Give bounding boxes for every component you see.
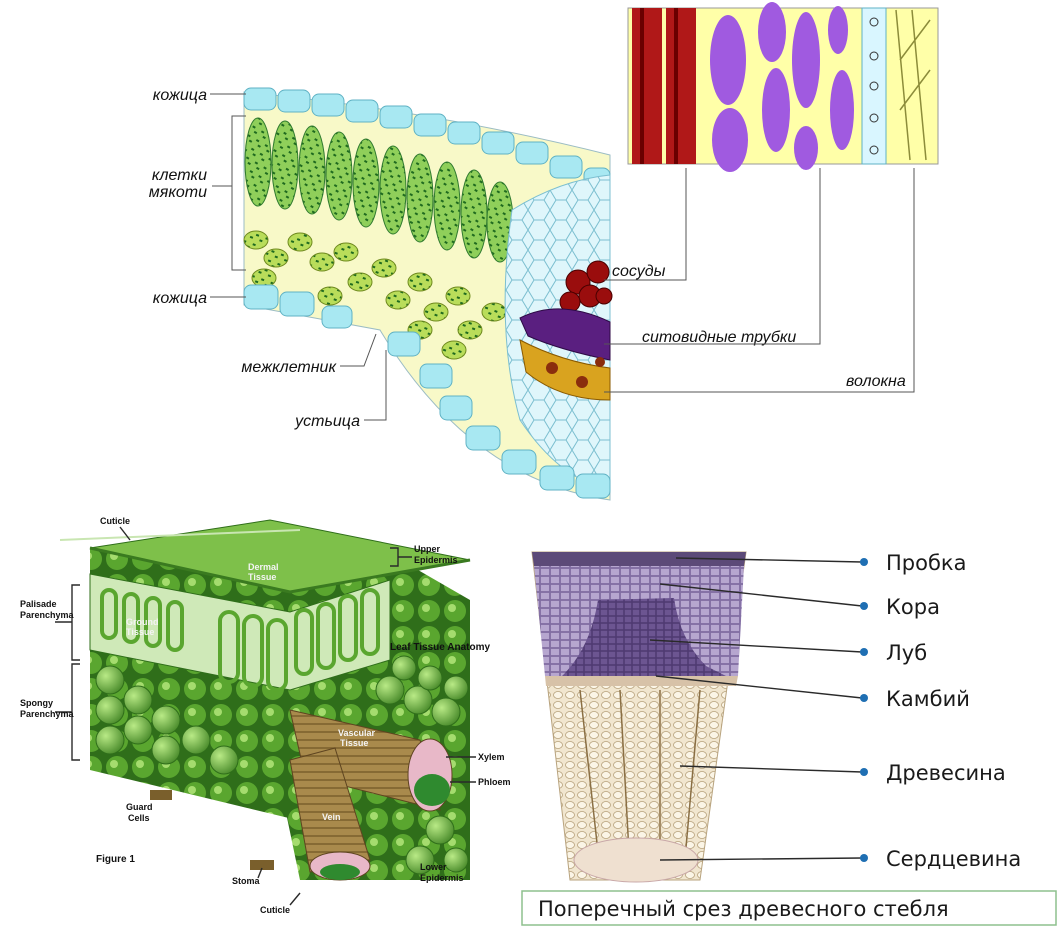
stem-label-phloem: Луб — [886, 641, 927, 665]
figure-caption: Figure 1 — [96, 854, 135, 865]
stem-label-pith: Сердцевина — [886, 847, 1021, 871]
stem-label-cambium: Камбий — [886, 687, 970, 711]
label-vascular-2: Tissue — [340, 738, 368, 748]
label-vessels: сосуды — [612, 263, 666, 280]
label-epidermis-bottom: кожица — [153, 290, 207, 307]
stem-label-wood: Древесина — [886, 761, 1006, 785]
label-dermal-2: Tissue — [248, 572, 276, 582]
stem-caption: Поперечный срез древесного стебля — [538, 897, 949, 921]
label-lower-1: Lower — [420, 862, 447, 872]
label-palisade-1: Palisade — [20, 599, 57, 609]
vascular-inset — [628, 2, 938, 172]
label-cuticle-bottom: Cuticle — [260, 905, 290, 915]
leaf-cross-section: кожица клетки мякоти кожица межклетник у… — [149, 2, 938, 500]
label-sieve-tubes: ситовидные трубки — [642, 329, 796, 346]
leaf-3d-anatomy: Cuticle Upper Epidermis Dermal Tissue Pa… — [20, 516, 511, 915]
label-dermal-1: Dermal — [248, 562, 279, 572]
label-fibers: волокна — [846, 373, 906, 390]
label-xylem: Xylem — [478, 752, 505, 762]
label-vascular-1: Vascular — [338, 728, 376, 738]
label-phloem: Phloem — [478, 777, 511, 787]
label-intercellular: межклетник — [241, 359, 337, 376]
label-guard-2: Cells — [128, 813, 150, 823]
label-mesophyll-1: клетки — [152, 167, 207, 184]
label-stomata: устьица — [294, 413, 360, 430]
stem-label-cortex: Кора — [886, 595, 940, 619]
label-ground-1: Ground — [126, 617, 159, 627]
stem-cross-section: Пробка Кора Луб Камбий Древесина Сердцев… — [522, 551, 1056, 925]
label-palisade-2: Parenchyma — [20, 610, 75, 620]
label-mesophyll-2: мякоти — [149, 184, 207, 201]
stem-label-cork: Пробка — [886, 551, 966, 575]
label-lower-2: Epidermis — [420, 873, 464, 883]
label-epidermis-top: кожица — [153, 87, 207, 104]
label-stoma: Stoma — [232, 876, 261, 886]
label-ground-2: Tissue — [126, 627, 154, 637]
leaf-3d-title: Leaf Tissue Anatomy — [390, 642, 490, 653]
label-upper-epidermis-1: Upper — [414, 544, 441, 554]
label-upper-epidermis-2: Epidermis — [414, 555, 458, 565]
label-spongy-2: Parenchyma — [20, 709, 75, 719]
label-vein: Vein — [322, 812, 341, 822]
label-cuticle-top: Cuticle — [100, 516, 130, 526]
label-spongy-1: Spongy — [20, 698, 53, 708]
label-guard-1: Guard — [126, 802, 153, 812]
